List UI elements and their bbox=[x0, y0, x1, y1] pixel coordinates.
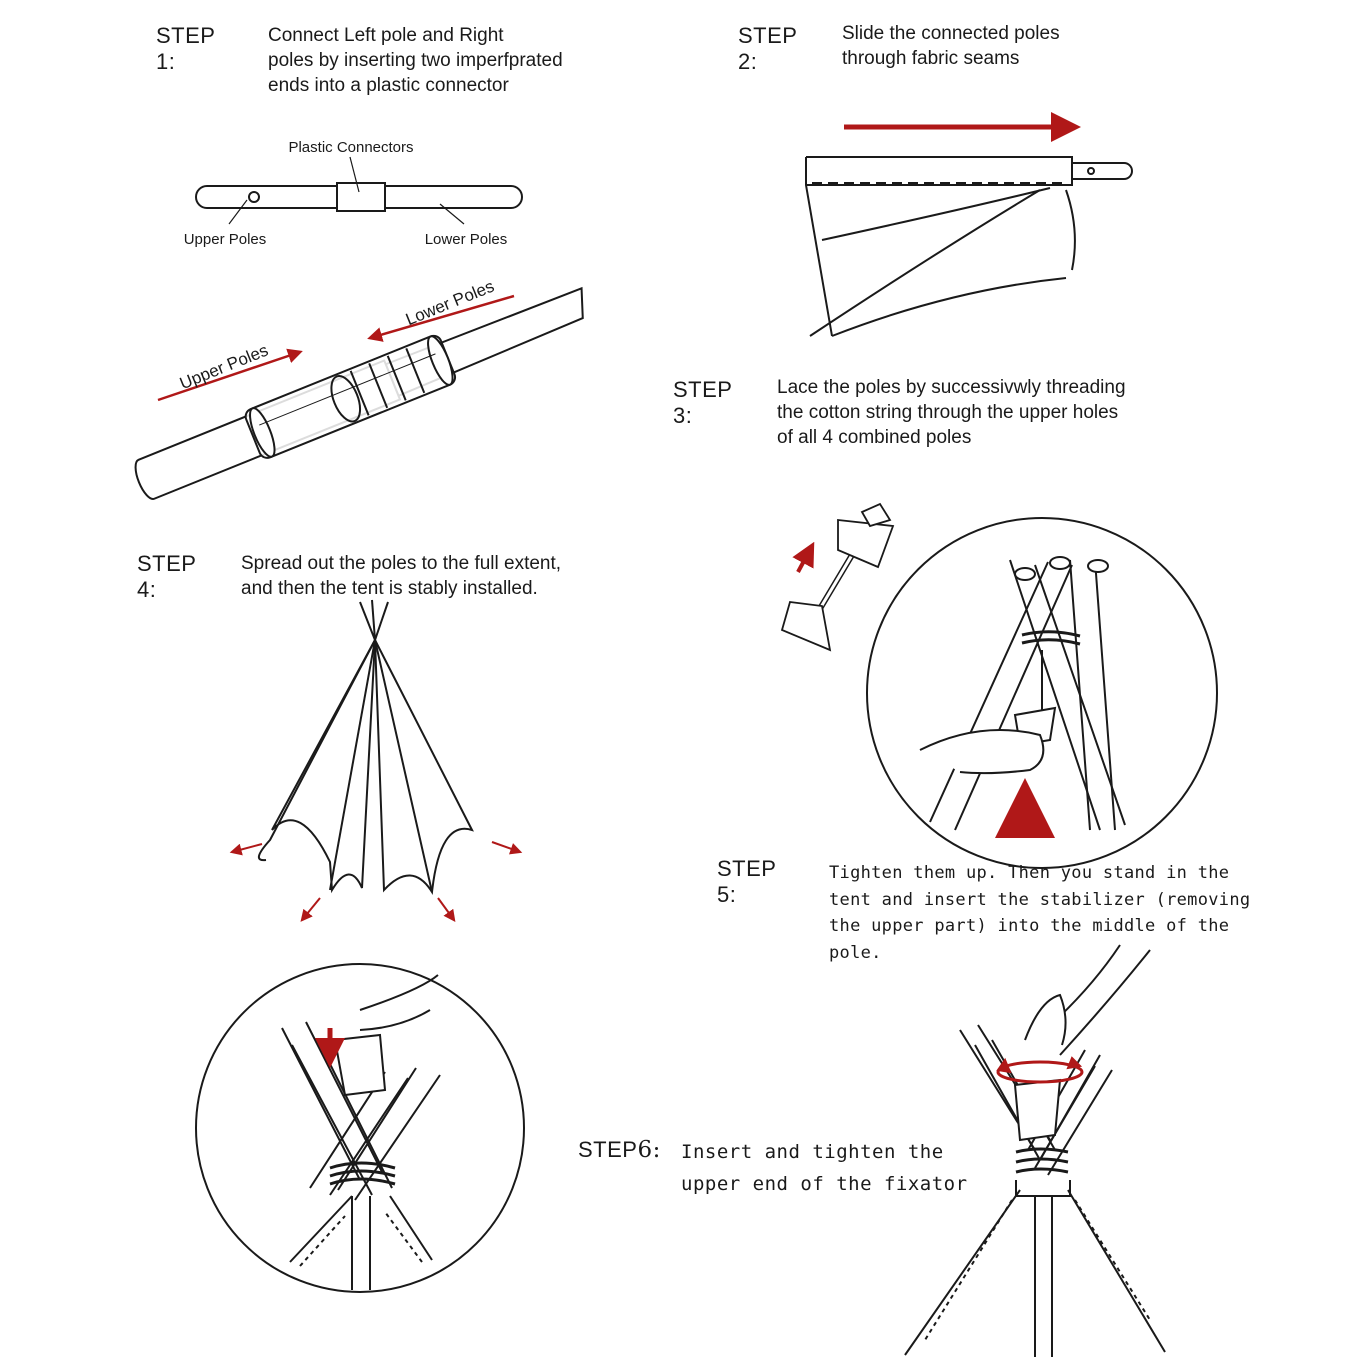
step-2-line: Slide the connected poles bbox=[842, 23, 1060, 44]
step-2-label: STEP 2: bbox=[738, 23, 798, 74]
step-1-line: Connect Left pole and Right bbox=[268, 25, 504, 46]
step-6-label-prefix: STEP bbox=[578, 1137, 638, 1162]
step3-stabilizer-diagram bbox=[780, 502, 895, 652]
step-6-line: Insert and tighten the bbox=[681, 1141, 944, 1163]
spread-arrow-bottom-left bbox=[300, 897, 321, 922]
step-3-line: Lace the poles by successivwly threading bbox=[777, 377, 1126, 398]
arrow-label-lower-poles: Lower Poles bbox=[403, 277, 497, 330]
step-6-instructions: Insert and tighten the upper end of the … bbox=[681, 1136, 968, 1200]
step1-straight-pole-diagram bbox=[195, 156, 523, 225]
step4-tent-diagram bbox=[229, 599, 523, 922]
step6-tighten-diagram bbox=[904, 944, 1166, 1357]
upper-poles-arrow bbox=[157, 348, 303, 402]
plastic-connector bbox=[336, 182, 386, 212]
step-5-line: pole. bbox=[829, 942, 882, 963]
step-1-instructions: Connect Left pole and Right poles by ins… bbox=[268, 23, 563, 98]
lower-poles-arrow bbox=[367, 294, 515, 342]
step3-circle-detail bbox=[866, 517, 1218, 869]
spread-arrow-right bbox=[491, 841, 523, 855]
step-6-line: upper end of the fixator bbox=[681, 1173, 968, 1195]
step-1-label: STEP 1: bbox=[156, 23, 216, 74]
step2-fabric-diagram bbox=[805, 112, 1133, 337]
step-1-line: poles by inserting two imperfprated bbox=[268, 50, 563, 71]
step-3-instructions: Lace the poles by successivwly threading… bbox=[777, 375, 1126, 450]
step-3-label: STEP 3: bbox=[673, 377, 733, 428]
step-5-line: Tighten them up. Then you stand in the bbox=[829, 863, 1230, 883]
callout-upper-poles: Upper Poles bbox=[184, 231, 267, 248]
spread-arrow-bottom-right bbox=[437, 897, 456, 922]
step-5-label: STEP 5: bbox=[717, 856, 777, 907]
callout-plastic-connectors: Plastic Connectors bbox=[288, 139, 413, 156]
step-4-label: STEP 4: bbox=[137, 551, 197, 602]
lift-arrow-small bbox=[792, 541, 815, 573]
spread-arrow-left bbox=[229, 843, 263, 856]
step-5-line: tent and insert the stabilizer (removing bbox=[829, 889, 1251, 910]
step-2-line: through fabric seams bbox=[842, 48, 1020, 69]
rotation-arrow bbox=[996, 1060, 1084, 1084]
step-5-line: the upper part) into the middle of the bbox=[829, 916, 1230, 936]
step-6-label: STEP6: bbox=[578, 1137, 661, 1163]
callout-lower-poles: Lower Poles bbox=[425, 231, 508, 248]
step5-circle-detail bbox=[195, 963, 525, 1293]
step-3-line: the cotton string through the upper hole… bbox=[777, 402, 1119, 423]
step-4-line: Spread out the poles to the full extent, bbox=[241, 553, 562, 574]
step-2-instructions: Slide the connected poles through fabric… bbox=[842, 21, 1060, 71]
step-1-line: ends into a plastic connector bbox=[268, 75, 509, 96]
step1-angled-pole-diagram bbox=[134, 286, 584, 500]
pole-hole bbox=[248, 191, 260, 203]
step-4-instructions: Spread out the poles to the full extent,… bbox=[241, 551, 561, 601]
step-4-line: and then the tent is stably installed. bbox=[241, 578, 538, 599]
step-5-instructions: Tighten them up. Then you stand in the t… bbox=[829, 860, 1250, 966]
step-6-label-number: 6: bbox=[637, 1137, 661, 1163]
step-3-line: of all 4 combined poles bbox=[777, 427, 972, 448]
